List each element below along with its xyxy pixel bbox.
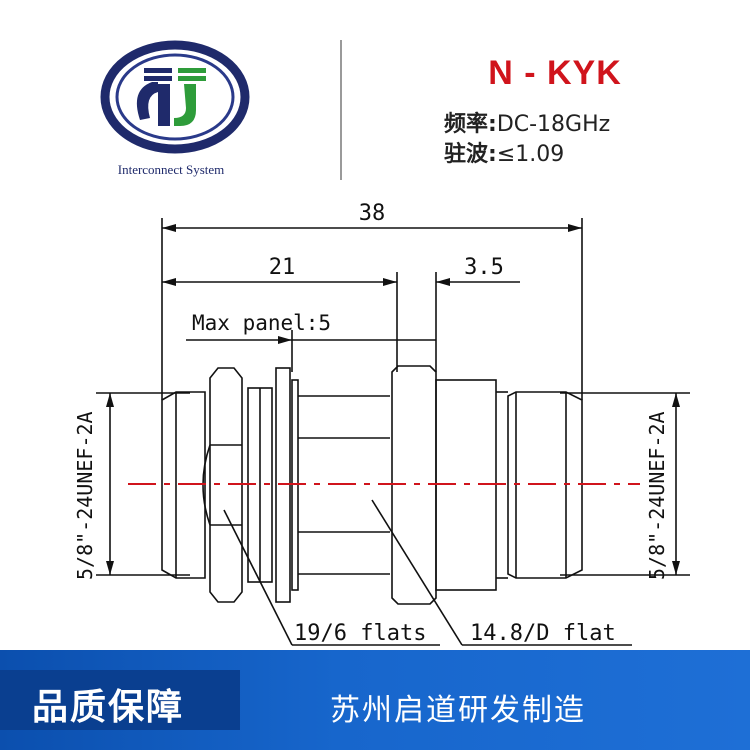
footer-right-label: 苏州启道研发制造 bbox=[330, 693, 586, 728]
dim-overall-label: 38 bbox=[359, 201, 386, 226]
spec-vswr: 驻波:≤1.09 bbox=[444, 136, 564, 168]
dim-flange-label: 3.5 bbox=[464, 255, 504, 280]
spec-frequency: 频率:DC-18GHz bbox=[444, 106, 610, 138]
spec-frequency-value: DC-18GHz bbox=[496, 112, 611, 137]
spec-vswr-label: 驻波: bbox=[444, 142, 497, 167]
model-title: N - KYK bbox=[488, 54, 622, 92]
footer-banner: 品质保障 苏州启道研发制造 bbox=[0, 650, 750, 750]
logo-caption: Interconnect System bbox=[117, 162, 225, 177]
callout-body-label: 14.8/D flat bbox=[470, 621, 616, 646]
dim-panel-label: Max panel:5 bbox=[192, 311, 331, 335]
thread-right-label: 5/8"-24UNEF-2A bbox=[645, 411, 669, 580]
thread-left-label: 5/8"-24UNEF-2A bbox=[73, 411, 97, 580]
spec-frequency-label: 频率: bbox=[444, 112, 497, 137]
dim-front-label: 21 bbox=[269, 255, 296, 280]
callout-nut-label: 19/6 flats bbox=[294, 621, 426, 646]
oval-logo-icon bbox=[100, 40, 250, 154]
spec-vswr-value: ≤1.09 bbox=[496, 142, 565, 167]
connector-drawing: 38 21 3.5 Max panel:5 5/8"-24UNEF-2A 5/8… bbox=[73, 201, 690, 646]
footer-left-block: 品质保障 bbox=[0, 670, 240, 730]
header-divider bbox=[340, 40, 342, 180]
footer-left-label: 品质保障 bbox=[32, 687, 185, 728]
